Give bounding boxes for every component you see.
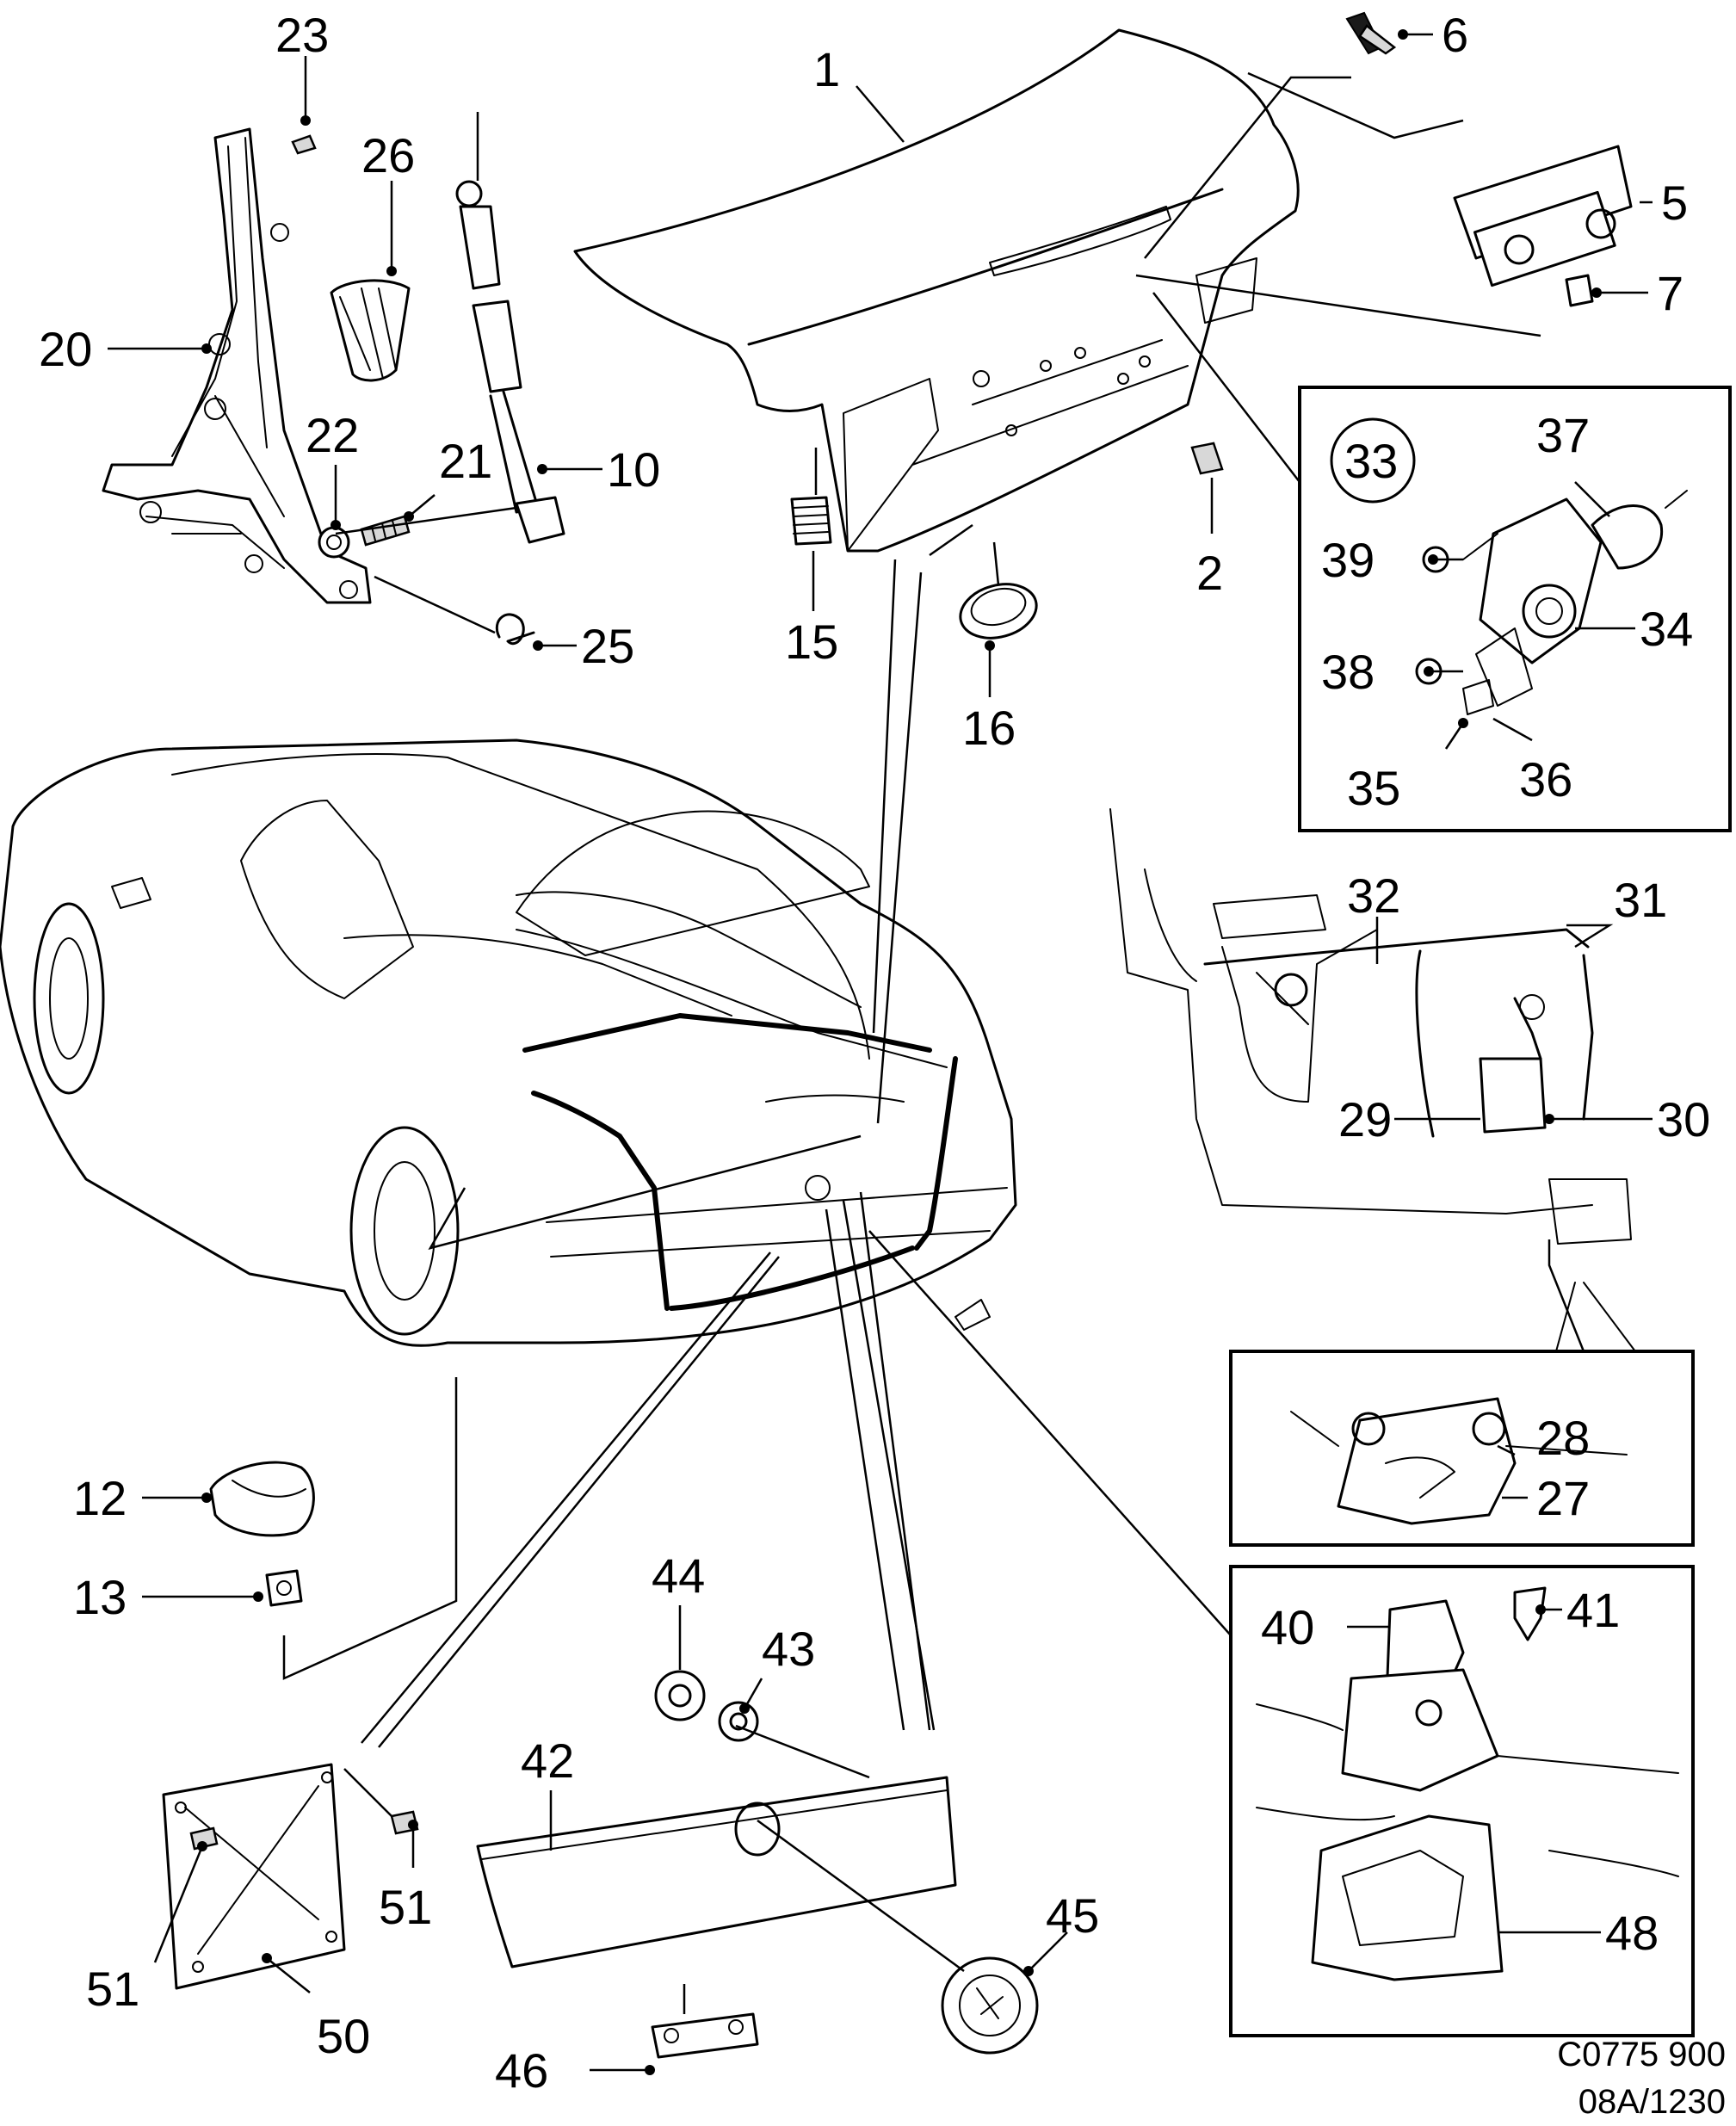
callout-35: 35 [1347, 761, 1400, 815]
callout-34: 34 [1640, 602, 1693, 656]
callout-51-right: 51 [379, 1880, 432, 1934]
buffer-15-part [790, 496, 832, 546]
nut-13-part [265, 1569, 303, 1607]
callout-37: 37 [1536, 408, 1590, 462]
callout-12: 12 [73, 1471, 127, 1525]
hinge-drawing [102, 127, 372, 604]
clip-25-part [495, 613, 535, 645]
license-plate-50-part [162, 1763, 346, 1990]
clip-7-part [1565, 274, 1594, 307]
license-lamp-46-part [651, 2012, 759, 2059]
callout-50: 50 [317, 2009, 370, 2063]
callout-36: 36 [1519, 752, 1572, 807]
drawing-code-line-2: 08A/1230 [1578, 2083, 1726, 2121]
callout-43: 43 [762, 1622, 815, 1676]
callout-leaders [108, 29, 1653, 2075]
callout-32: 32 [1347, 868, 1400, 923]
callout-7: 7 [1657, 266, 1683, 320]
drawing-reference-code: C0775 900 08A/1230 [1557, 2036, 1726, 2121]
callout-30: 30 [1657, 1092, 1710, 1146]
trim-panel-42-part [476, 1776, 957, 1968]
screw-2-part [1190, 442, 1224, 475]
drawing-code-line-1: C0775 900 [1557, 2036, 1726, 2073]
callout-23: 23 [275, 8, 329, 62]
gas-strut-10-part [455, 180, 565, 544]
callout-13: 13 [73, 1570, 127, 1624]
screw-23-part [291, 134, 317, 155]
callout-48: 48 [1605, 1906, 1659, 1960]
callout-1: 1 [813, 42, 840, 96]
callout-22: 22 [306, 408, 359, 462]
lock-housing-5-part [1453, 145, 1633, 287]
callout-44: 44 [652, 1548, 705, 1603]
trunk-lid-drawing [573, 28, 1300, 553]
callout-45: 45 [1046, 1888, 1099, 1943]
screw-51-left-part [189, 1826, 219, 1851]
trunk-interior-drawing [1109, 808, 1632, 1245]
bump-stop-26-part [330, 279, 411, 382]
striker-inset [1229, 1282, 1695, 1547]
callout-2: 2 [1196, 546, 1223, 600]
lock-cylinder-inset [1298, 386, 1732, 832]
callout-46: 46 [495, 2043, 548, 2098]
callout-16: 16 [962, 701, 1016, 755]
callout-25: 25 [581, 619, 634, 673]
callout-39: 39 [1321, 533, 1375, 587]
callout-28: 28 [1536, 1411, 1590, 1465]
bolt-21-part [360, 515, 411, 547]
cap-12-part [209, 1461, 315, 1537]
callout-labels: 1 2 5 6 7 10 12 13 15 16 20 21 22 23 25 … [39, 8, 1710, 2098]
callout-41: 41 [1566, 1583, 1620, 1637]
callout-20: 20 [39, 322, 92, 376]
assembly-leader-lines [282, 71, 1585, 2014]
lock-mechanism-inset [1229, 1565, 1695, 2037]
callout-29: 29 [1338, 1092, 1392, 1146]
callout-21: 21 [439, 434, 492, 488]
callout-42: 42 [521, 1734, 574, 1788]
callout-15: 15 [785, 615, 838, 669]
nut-44-part [654, 1670, 706, 1721]
cover-16-part [959, 583, 1038, 640]
callout-40: 40 [1261, 1600, 1314, 1654]
car-body-drawing [0, 739, 1017, 1347]
callout-51-left: 51 [86, 1962, 139, 2016]
washer-43-part [718, 1701, 759, 1742]
callout-33: 33 [1344, 434, 1398, 488]
callout-27: 27 [1536, 1471, 1590, 1525]
callout-26: 26 [361, 128, 415, 182]
callout-31: 31 [1614, 873, 1667, 927]
emblem-45-part [941, 1956, 1039, 2055]
callout-5: 5 [1661, 176, 1688, 230]
callout-10: 10 [607, 442, 660, 497]
callout-38: 38 [1321, 645, 1375, 699]
bolt-6-part [1345, 11, 1397, 55]
callout-6: 6 [1442, 8, 1468, 62]
